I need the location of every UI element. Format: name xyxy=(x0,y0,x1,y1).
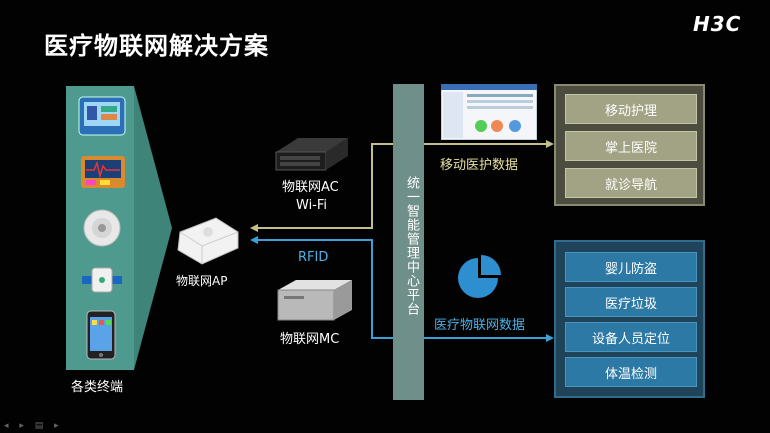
management-platform xyxy=(393,84,424,400)
mc-device-icon xyxy=(277,280,352,321)
platform-label: 统一智能管理中心平台 xyxy=(404,176,419,316)
app-infant-anti-theft: 婴儿防盗 xyxy=(565,252,697,282)
app-visit-navigation: 就诊导航 xyxy=(565,168,697,198)
rfid-label: RFID xyxy=(298,250,329,265)
app-temperature-monitoring: 体温检测 xyxy=(565,357,697,387)
ap-device-icon xyxy=(177,217,239,265)
mobile-apps-panel: 移动护理 掌上医院 就诊导航 xyxy=(554,84,705,206)
smartphone-icon xyxy=(86,310,116,360)
iot-data-line xyxy=(256,239,548,339)
iot-apps-panel: 婴儿防盗 医疗垃圾 设备人员定位 体温检测 xyxy=(554,240,705,398)
mobile-data-line xyxy=(256,143,548,229)
sensor-device-icon xyxy=(83,209,121,247)
app-asset-staff-location: 设备人员定位 xyxy=(565,322,697,352)
monitor-device-icon xyxy=(78,96,126,136)
ac-device-icon xyxy=(275,138,348,171)
app-handheld-hospital: 掌上医院 xyxy=(565,131,697,161)
mobile-arrow-right xyxy=(546,140,554,148)
terminal-cone xyxy=(134,86,172,370)
slide-title: 医疗物联网解决方案 xyxy=(44,32,269,60)
h3c-logo: H3C xyxy=(693,12,742,36)
iot-arrow-right xyxy=(546,334,554,342)
app-medical-waste: 医疗垃圾 xyxy=(565,287,697,317)
wristband-tag-icon xyxy=(82,267,122,293)
wifi-label: Wi-Fi xyxy=(296,198,328,213)
terminals-label: 各类终端 xyxy=(71,380,124,395)
iot-arrow-left xyxy=(250,236,258,244)
pie-chart-icon xyxy=(458,255,501,298)
ap-label: 物联网AP xyxy=(176,274,228,288)
ecg-device-icon xyxy=(81,156,125,188)
slideshow-controls[interactable]: ◂ ▸ ▤ ▸ xyxy=(4,421,63,431)
software-screenshot-icon xyxy=(441,84,537,140)
mobile-arrow-left xyxy=(250,224,258,232)
mc-label: 物联网MC xyxy=(280,332,340,347)
ac-label: 物联网AC xyxy=(282,180,339,195)
mobile-data-label: 移动医护数据 xyxy=(440,158,519,173)
app-mobile-nursing: 移动护理 xyxy=(565,94,697,124)
iot-data-label: 医疗物联网数据 xyxy=(434,318,526,333)
